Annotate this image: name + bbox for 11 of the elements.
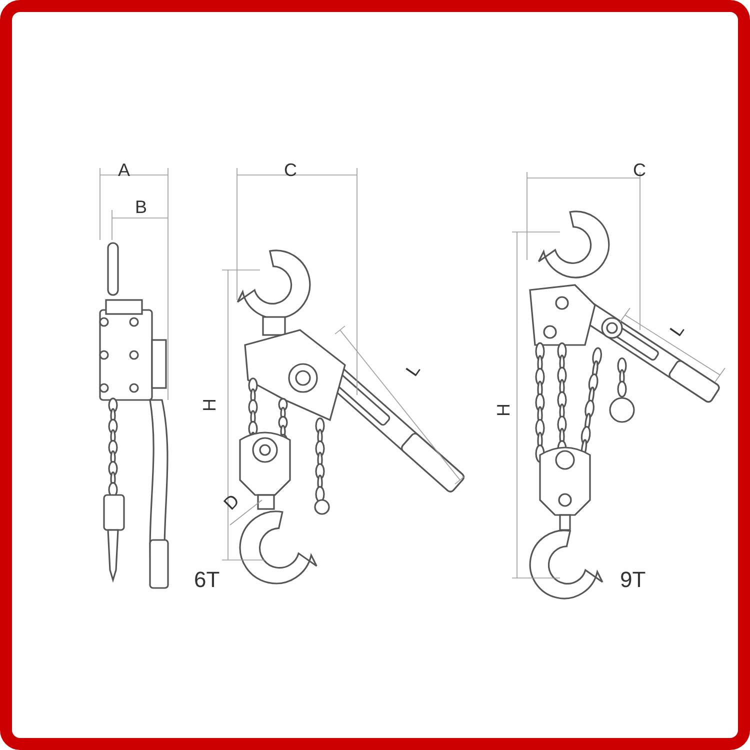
dimension-label: H [494, 404, 514, 416]
dimension-label: H [200, 398, 220, 412]
dimension-label: C [284, 160, 297, 180]
dimension-label: L [666, 320, 688, 340]
dimension-label: L [402, 360, 424, 380]
capacity-label: 6T [194, 568, 220, 592]
dimension-label: B [135, 197, 148, 217]
dimension-label: C [633, 160, 646, 180]
dimension-label: D [220, 490, 244, 514]
capacity-label: 9T [620, 568, 646, 592]
dimension-label: A [118, 160, 130, 180]
